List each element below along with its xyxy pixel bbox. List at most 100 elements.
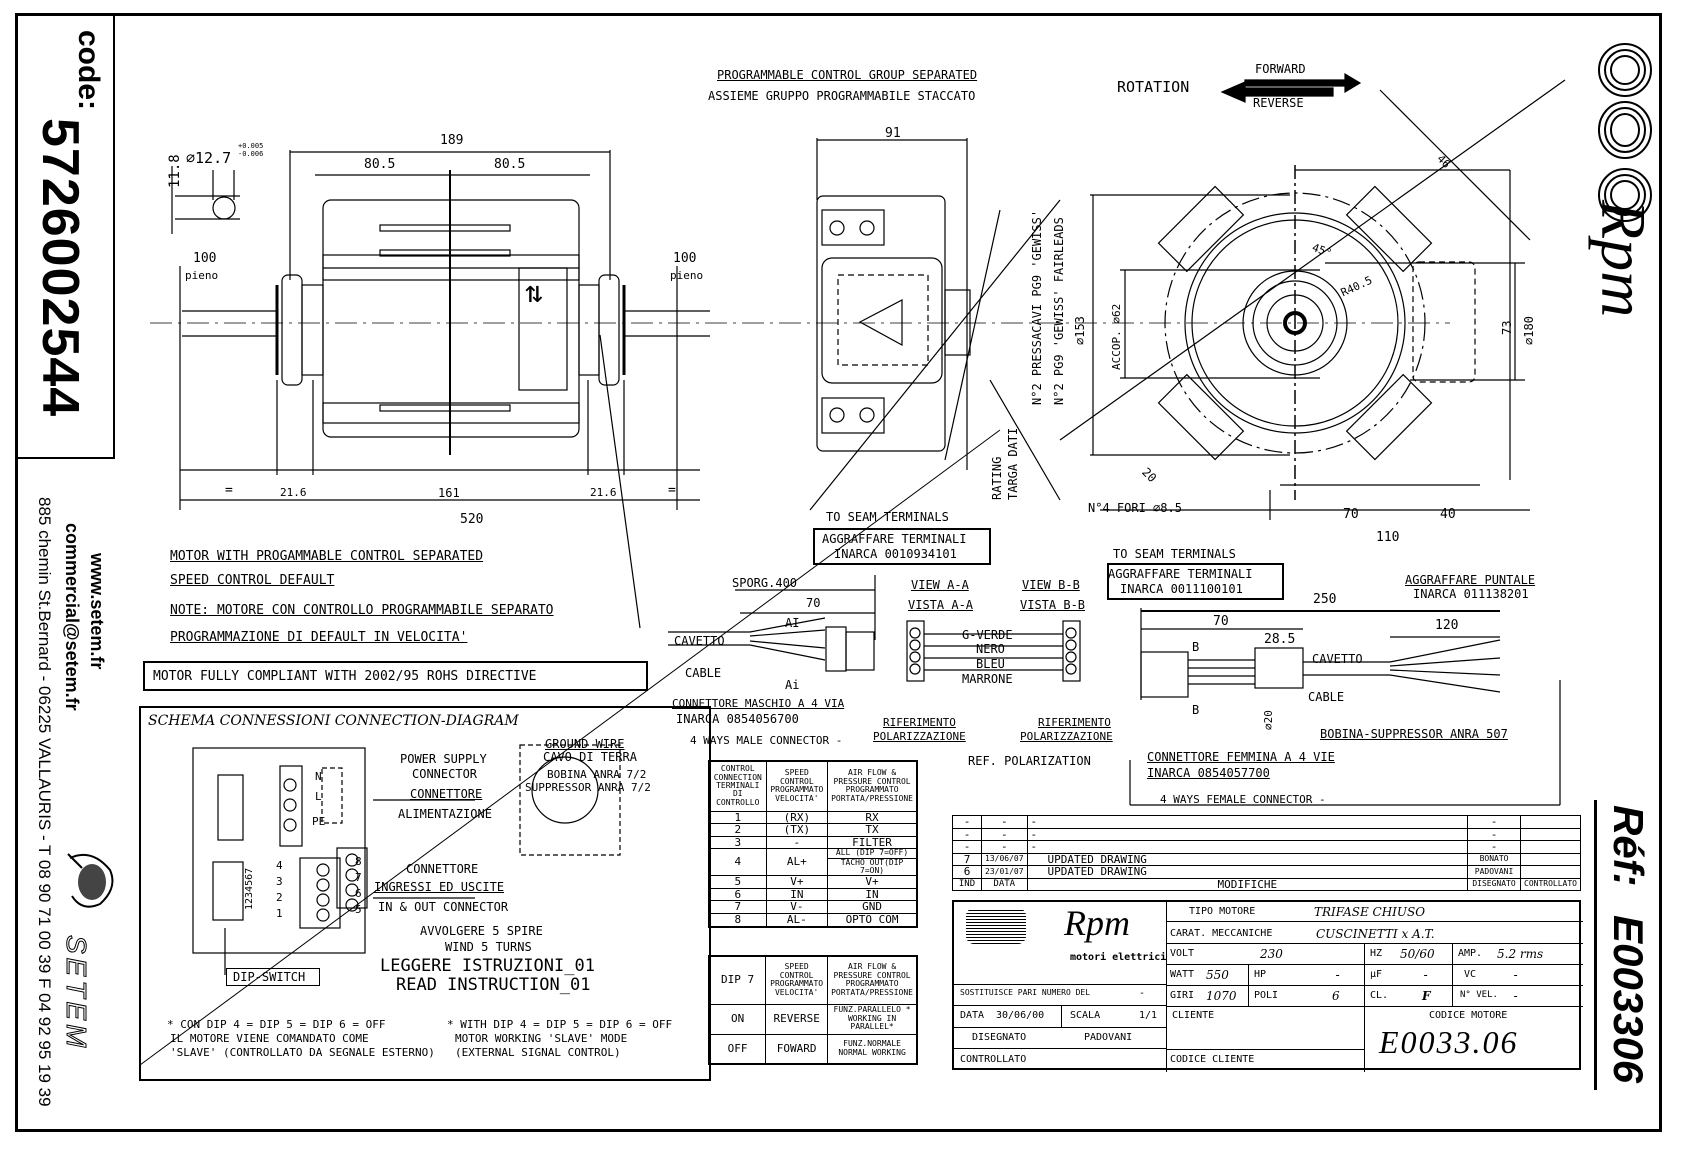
inarca-puntale: INARCA 011138201 bbox=[1413, 587, 1529, 601]
ai-top: AI bbox=[785, 616, 800, 630]
volt-label: VOLT bbox=[1170, 948, 1195, 959]
note-line-3: NOTE: MOTORE CON CONTROLLO PROGRAMMABILE… bbox=[170, 603, 554, 618]
slave-note-en-3: (EXTERNAL SIGNAL CONTROL) bbox=[455, 1046, 621, 1059]
b-top: B bbox=[1192, 640, 1200, 654]
th-ind: IND bbox=[952, 877, 982, 892]
power-supply-it-2: ALIMENTAZIONE bbox=[398, 807, 492, 821]
table-row: 2(TX)TX bbox=[708, 823, 918, 837]
cell: V- bbox=[765, 900, 829, 914]
dim-shaft-right: 100 bbox=[673, 251, 697, 266]
cell: ON bbox=[708, 1003, 767, 1035]
dim-250: 250 bbox=[1313, 592, 1337, 607]
cell: - bbox=[981, 840, 1028, 854]
giri-value: 1070 bbox=[1206, 989, 1237, 1003]
cell: AL+ bbox=[765, 848, 829, 877]
cell: ALL (DIP 7=OFF) bbox=[827, 848, 918, 859]
cell: FILTER bbox=[827, 835, 918, 850]
dim-70-end: 70 bbox=[1343, 507, 1359, 522]
vc-value: - bbox=[1512, 968, 1520, 982]
power-supply-en-2: CONNECTOR bbox=[412, 767, 478, 781]
male-connector-en: 4 WAYS MALE CONNECTOR - bbox=[690, 734, 843, 747]
io-pin-1: 1 bbox=[276, 907, 283, 920]
motor-front-view bbox=[150, 150, 1450, 510]
cell: PADOVANI bbox=[1467, 865, 1522, 879]
divider bbox=[1166, 1006, 1583, 1007]
cell: GND bbox=[827, 900, 918, 914]
control-box-view bbox=[809, 138, 1061, 511]
hp-value: - bbox=[1334, 968, 1342, 982]
io-connector-en: IN & OUT CONNECTOR bbox=[378, 900, 509, 914]
cell: BONATO bbox=[1467, 852, 1522, 867]
dim-520: 520 bbox=[460, 512, 484, 527]
male-connector-drawing bbox=[668, 528, 1081, 682]
table-row: TACHO OUT(DIP 7=ON) bbox=[709, 857, 918, 877]
cell: - bbox=[952, 827, 982, 842]
aggraffare-terminali-2: AGGRAFFARE TERMINALI bbox=[1108, 567, 1253, 581]
codice-motore-label: CODICE MOTORE bbox=[1429, 1010, 1508, 1021]
slave-note-it-2: IL MOTORE VIENE COMANDATO COME bbox=[170, 1032, 369, 1045]
cell: FOWARD bbox=[765, 1033, 829, 1065]
io-connector-it-1: CONNETTORE bbox=[406, 862, 479, 876]
divider bbox=[1166, 943, 1583, 944]
cliente-label: CLIENTE bbox=[1172, 1010, 1215, 1021]
read-instructions-it: LEGGERE ISTRUZIONI_01 bbox=[380, 956, 595, 976]
divider bbox=[954, 1048, 1166, 1049]
divider bbox=[1166, 902, 1167, 1072]
cell: - bbox=[981, 827, 1028, 842]
divider bbox=[1166, 1049, 1364, 1050]
cell bbox=[1520, 865, 1581, 879]
dim-40: 40 bbox=[1440, 507, 1456, 522]
cell: 6 bbox=[952, 865, 982, 879]
slave-note-en-2: MOTOR WORKING 'SLAVE' MODE bbox=[455, 1032, 628, 1045]
cell bbox=[1520, 840, 1581, 854]
cell: - bbox=[765, 835, 829, 850]
wind-it: AVVOLGERE 5 SPIRE bbox=[420, 924, 543, 938]
cell: (TX) bbox=[765, 823, 829, 837]
setem-logo-icon bbox=[67, 853, 114, 908]
aggraffare-terminali-1: AGGRAFFARE TERMINALI bbox=[822, 532, 967, 546]
hz-label: HZ bbox=[1370, 948, 1383, 959]
cell: - bbox=[1026, 840, 1469, 854]
shaft-tol-minus: -0.006 bbox=[238, 150, 264, 158]
rohs-note: MOTOR FULLY COMPLIANT WITH 2002/95 ROHS … bbox=[143, 661, 648, 691]
rotation-arrows bbox=[1220, 72, 1362, 103]
female-connector-code: INARCA 0854057700 bbox=[1147, 766, 1270, 780]
cell: OPTO COM bbox=[827, 912, 918, 928]
cell bbox=[1520, 827, 1581, 842]
vista-b-b: VISTA B-B bbox=[1020, 598, 1086, 612]
cell bbox=[1520, 815, 1581, 829]
cavetto-label-2: CAVETTO bbox=[1312, 652, 1363, 666]
cell: UPDATED DRAWING bbox=[1026, 852, 1469, 867]
dim-110: 110 bbox=[1376, 530, 1400, 545]
io-pin-2: 2 bbox=[276, 891, 283, 904]
dim-153: ⌀153 bbox=[1073, 316, 1087, 345]
volt-value: 230 bbox=[1260, 947, 1283, 961]
scala-value: 1/1 bbox=[1139, 1010, 1158, 1021]
cell: 13/06/07 bbox=[981, 852, 1028, 867]
female-connector-en: 4 WAYS FEMALE CONNECTOR - bbox=[1160, 793, 1326, 806]
control-group-title-it: ASSIEME GRUPPO PROGRAMMABILE STACCATO bbox=[708, 89, 976, 103]
divider bbox=[1166, 964, 1583, 965]
cable-label-2: CABLE bbox=[1308, 690, 1345, 704]
cell: OFF bbox=[708, 1033, 767, 1065]
sporg-dim: SPORG.400 bbox=[732, 576, 798, 590]
wind-en: WIND 5 TURNS bbox=[445, 940, 532, 954]
cell: 2 bbox=[708, 823, 767, 837]
cell: V+ bbox=[827, 875, 918, 889]
terminal-table-header: CONTROL CONNECTION TERMINALI DI CONTROLL… bbox=[708, 760, 918, 812]
note-line-4: PROGRAMMAZIONE DI DEFAULT IN VELOCITA' bbox=[170, 630, 468, 645]
female-connector-it: CONNETTORE FEMMINA A 4 VIE bbox=[1147, 750, 1335, 764]
reverse-label: REVERSE bbox=[1253, 96, 1304, 110]
ref-polarization: REF. POLARIZATION bbox=[968, 754, 1091, 768]
terminal-l: L bbox=[315, 790, 322, 803]
bobina-it: BOBINA ANRA 7/2 bbox=[547, 768, 647, 781]
io-pin-7: 7 bbox=[355, 871, 362, 884]
ref-underline bbox=[1594, 800, 1597, 1090]
